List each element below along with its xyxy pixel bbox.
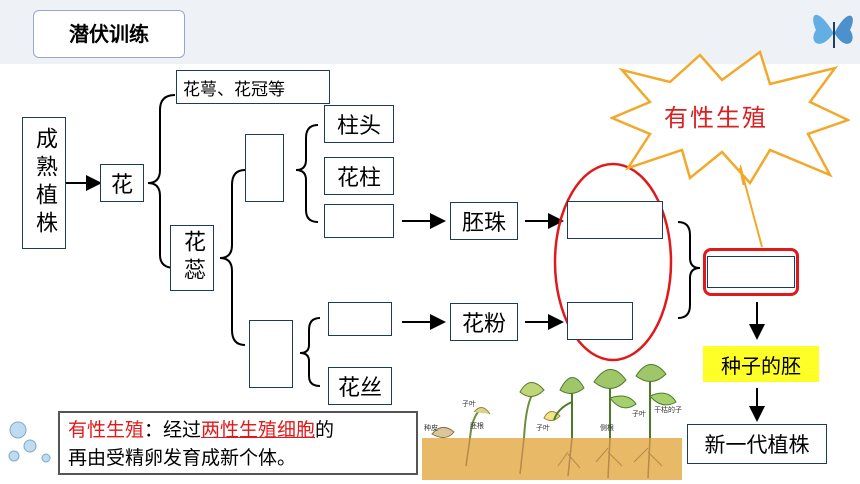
note-line2: 再由受精卵发育成新个体。 (68, 447, 297, 469)
fertilization-ellipse (553, 162, 673, 362)
embryo-label: 种子的胚 (703, 346, 819, 382)
bubbles-decoration (8, 421, 51, 463)
ovule-box: 胚珠 (450, 202, 518, 240)
blank-box-anther (328, 302, 392, 336)
blank-box-ovary (324, 204, 394, 238)
note-underlined: 两性生殖细胞 (201, 419, 316, 441)
callout-pointer (740, 165, 763, 248)
sexual-reproduction-starburst (610, 50, 850, 185)
style-box: 花柱 (324, 157, 394, 195)
blank-box-pistil (245, 134, 284, 202)
seedling-label-6: 子叶 (632, 409, 646, 418)
bracket-stigma-style (295, 124, 319, 223)
bracket-flower (147, 94, 176, 269)
butterfly-icon (813, 14, 853, 48)
bracket-merge (677, 221, 701, 319)
note-tail: 的 (315, 419, 335, 441)
filament-box: 花丝 (328, 367, 392, 405)
sepal-petal-box: 花萼、花冠等 (176, 70, 330, 104)
pistil-box: 花蕊 (170, 225, 214, 291)
blank-box-sperm (567, 302, 633, 340)
seed-germination-illustration: 种皮 子叶 胚根 子叶 侧根 子叶 干枯的子叶 (422, 362, 682, 480)
stigma-box: 柱头 (324, 105, 394, 143)
flower-box: 花 (100, 164, 144, 202)
blank-box-egg (567, 201, 663, 239)
blank-box-zygote (707, 256, 795, 288)
note-colon: ：经过 (144, 419, 202, 441)
seedling-label-2: 子叶 (462, 399, 476, 408)
bracket-stamen (299, 317, 321, 387)
page-title: 潜伏训练 (33, 10, 185, 58)
blank-box-stamen (249, 320, 293, 388)
starburst-label: 有性生殖 (664, 104, 768, 132)
seedling-label-4: 子叶 (536, 423, 550, 432)
seedling-label-3: 胚根 (470, 421, 484, 430)
seedling-label-7: 干枯的子叶 (654, 405, 682, 414)
definition-note: 有性生殖：经过两性生殖细胞的 再由受精卵发育成新个体。 (58, 411, 418, 475)
bracket-pistil (219, 169, 246, 346)
note-term: 有性生殖 (68, 419, 145, 441)
seedling-label-1: 种皮 (424, 423, 438, 432)
seedling-label-5: 侧根 (600, 423, 614, 432)
new-plant-box: 新一代植株 (687, 424, 827, 464)
zygote-box (703, 248, 799, 296)
pollen-box: 花粉 (450, 303, 518, 341)
mature-plant-box: 成熟植株 (22, 117, 66, 249)
